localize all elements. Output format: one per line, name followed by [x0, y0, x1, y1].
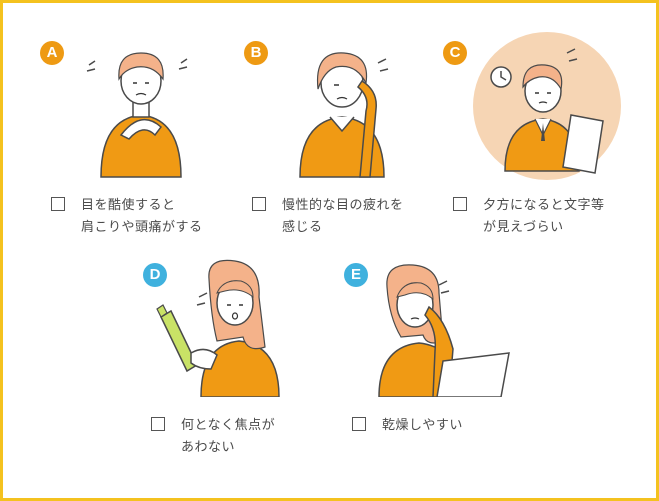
- symptom-item-d[interactable]: 何となく焦点が あわない: [151, 415, 275, 459]
- symptom-e-line1: 乾燥しやすい: [382, 418, 463, 433]
- symptom-item-a[interactable]: 目を酷使すると 肩こりや頭痛がする: [51, 195, 203, 239]
- symptom-a-line1: 目を酷使すると: [81, 198, 176, 213]
- badge-b: B: [244, 41, 268, 65]
- symptom-label-e: 乾燥しやすい: [382, 415, 463, 437]
- symptom-b-line1: 慢性的な目の疲れを: [282, 198, 404, 213]
- symptom-label-a: 目を酷使すると 肩こりや頭痛がする: [81, 195, 203, 239]
- badge-d: D: [143, 263, 167, 287]
- symptom-label-b: 慢性的な目の疲れを 感じる: [282, 195, 404, 239]
- checkbox-c[interactable]: [453, 197, 467, 211]
- reading-document-person-icon: [473, 32, 621, 180]
- bottle-reading-person-icon: [156, 259, 280, 397]
- badge-a: A: [40, 41, 64, 65]
- symptom-b-line2: 感じる: [282, 220, 323, 235]
- checkbox-d[interactable]: [151, 417, 165, 431]
- checkbox-b[interactable]: [252, 197, 266, 211]
- symptom-card-d: D 何となく焦点が あわない: [3, 3, 656, 498]
- shoulder-pain-person-icon: [86, 52, 188, 178]
- symptom-d-line2: あわない: [181, 440, 236, 455]
- symptom-card-c: C 夕方になると文字等 が見えづらい: [3, 3, 656, 498]
- symptom-a-line2: 肩こりや頭痛がする: [81, 220, 203, 235]
- symptom-c-line2: が見えづらい: [483, 220, 564, 235]
- badge-e: E: [344, 263, 368, 287]
- symptom-card-e: E 乾燥しやすい: [3, 3, 656, 498]
- laptop-eye-rub-person-icon: [378, 264, 510, 397]
- checkbox-a[interactable]: [51, 197, 65, 211]
- symptom-label-c: 夕方になると文字等 が見えづらい: [483, 195, 605, 239]
- symptom-d-line1: 何となく焦点が: [181, 418, 276, 433]
- symptom-item-c[interactable]: 夕方になると文字等 が見えづらい: [453, 195, 605, 239]
- symptom-item-b[interactable]: 慢性的な目の疲れを 感じる: [252, 195, 404, 239]
- badge-c: C: [443, 41, 467, 65]
- symptom-card-b: B 慢性的な目の疲れを 感じる: [3, 3, 656, 498]
- symptom-label-d: 何となく焦点が あわない: [181, 415, 275, 459]
- eye-strain-person-icon: [299, 52, 389, 178]
- checkbox-e[interactable]: [352, 417, 366, 431]
- symptom-card-a: A 目を酷使すると 肩こりや頭痛がする: [3, 3, 656, 498]
- symptom-c-line1: 夕方になると文字等: [483, 198, 605, 213]
- symptom-item-e[interactable]: 乾燥しやすい: [352, 415, 463, 437]
